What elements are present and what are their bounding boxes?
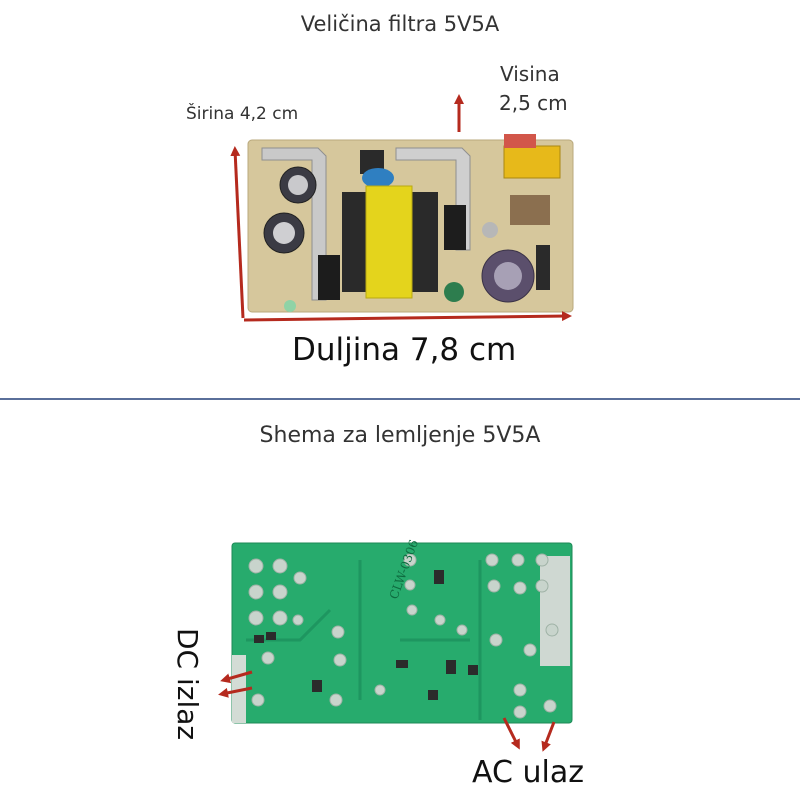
dc-arrow-2 [218, 686, 253, 698]
height-label: Visina [500, 62, 560, 86]
ac-arrow-1 [502, 717, 520, 750]
ac-input-label: AC ulaz [472, 755, 584, 790]
length-label: Duljina 7,8 cm [292, 332, 517, 368]
bottom-pcb-photo: CLW-0306 [231, 538, 573, 724]
dc-arrow-1 [220, 670, 253, 684]
height-value-label: 2,5 cm [499, 91, 568, 115]
dc-output-label: DC izlaz [171, 628, 204, 741]
section-divider [0, 398, 800, 400]
width-arrow [230, 146, 245, 319]
top-pcb-photo [247, 134, 574, 313]
length-arrow [243, 311, 572, 322]
ac-arrow-2 [541, 721, 556, 752]
width-label: Širina 4,2 cm [186, 104, 299, 124]
bottom-title: Shema za lemljenje 5V5A [259, 423, 541, 448]
top-title: Veličina filtra 5V5A [300, 12, 500, 36]
